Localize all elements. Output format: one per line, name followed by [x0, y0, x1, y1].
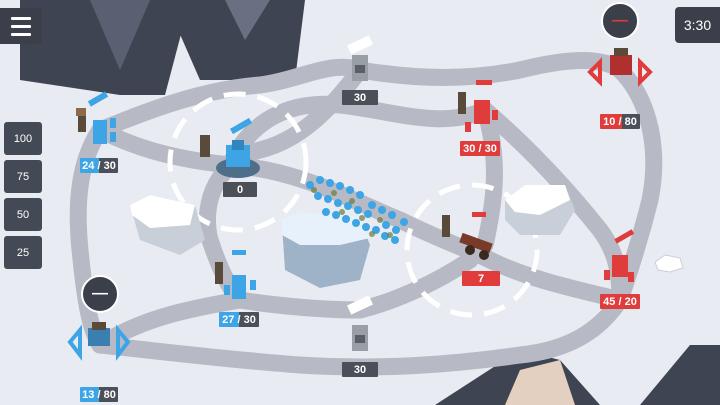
blue-army-group	[306, 176, 408, 244]
red-hq[interactable]	[587, 48, 653, 87]
blue-army-shadow	[311, 187, 393, 238]
label-red-top: 30 / 30	[460, 141, 500, 156]
red-barracks-top[interactable]	[458, 80, 498, 132]
mountain-top-left	[20, 0, 305, 95]
snow-rock	[654, 254, 684, 273]
rifle-icon: —	[612, 12, 628, 29]
right-ice-block	[505, 185, 575, 235]
menu-button[interactable]	[0, 8, 42, 44]
label-blue-bottom-mid: 27 / 30	[219, 312, 259, 327]
blue-hq-badge: —	[81, 275, 119, 313]
percent-button-25[interactable]: 25	[4, 236, 42, 269]
neutral-tower-top[interactable]	[347, 35, 373, 81]
label-red-cannon: 7	[462, 271, 500, 286]
label-neutral-top: 30	[342, 90, 378, 105]
label-red-hq: 10 / 80	[600, 114, 640, 129]
blue-hq[interactable]	[67, 322, 131, 361]
percent-button-50[interactable]: 50	[4, 198, 42, 231]
label-neutral-bottom: 30	[342, 362, 378, 377]
red-hq-badge: —	[601, 2, 639, 40]
mountain-bottom	[435, 345, 720, 405]
blue-barracks-bottom-mid[interactable]	[215, 250, 256, 299]
label-blue-center: 0	[223, 182, 257, 197]
range-rings	[167, 91, 540, 318]
red-cannon[interactable]	[442, 212, 493, 260]
blue-barracks-top-left[interactable]	[76, 91, 116, 144]
hamburger-icon	[11, 16, 31, 20]
label-red-right: 45 / 20	[600, 294, 640, 309]
red-barracks-right[interactable]	[604, 229, 635, 282]
left-ice-block	[130, 195, 205, 255]
troop-percent-selector: 100 75 50 25	[4, 122, 42, 269]
rifle-icon: —	[92, 285, 108, 302]
match-timer: 3:30	[675, 7, 720, 43]
percent-button-75[interactable]: 75	[4, 160, 42, 193]
label-blue-hq: 13 / 80	[80, 387, 118, 402]
neutral-tower-bottom[interactable]	[347, 295, 373, 351]
label-blue-top-left: 24 / 30	[80, 158, 118, 173]
blue-tower-center[interactable]	[200, 117, 260, 178]
percent-button-100[interactable]: 100	[4, 122, 42, 155]
